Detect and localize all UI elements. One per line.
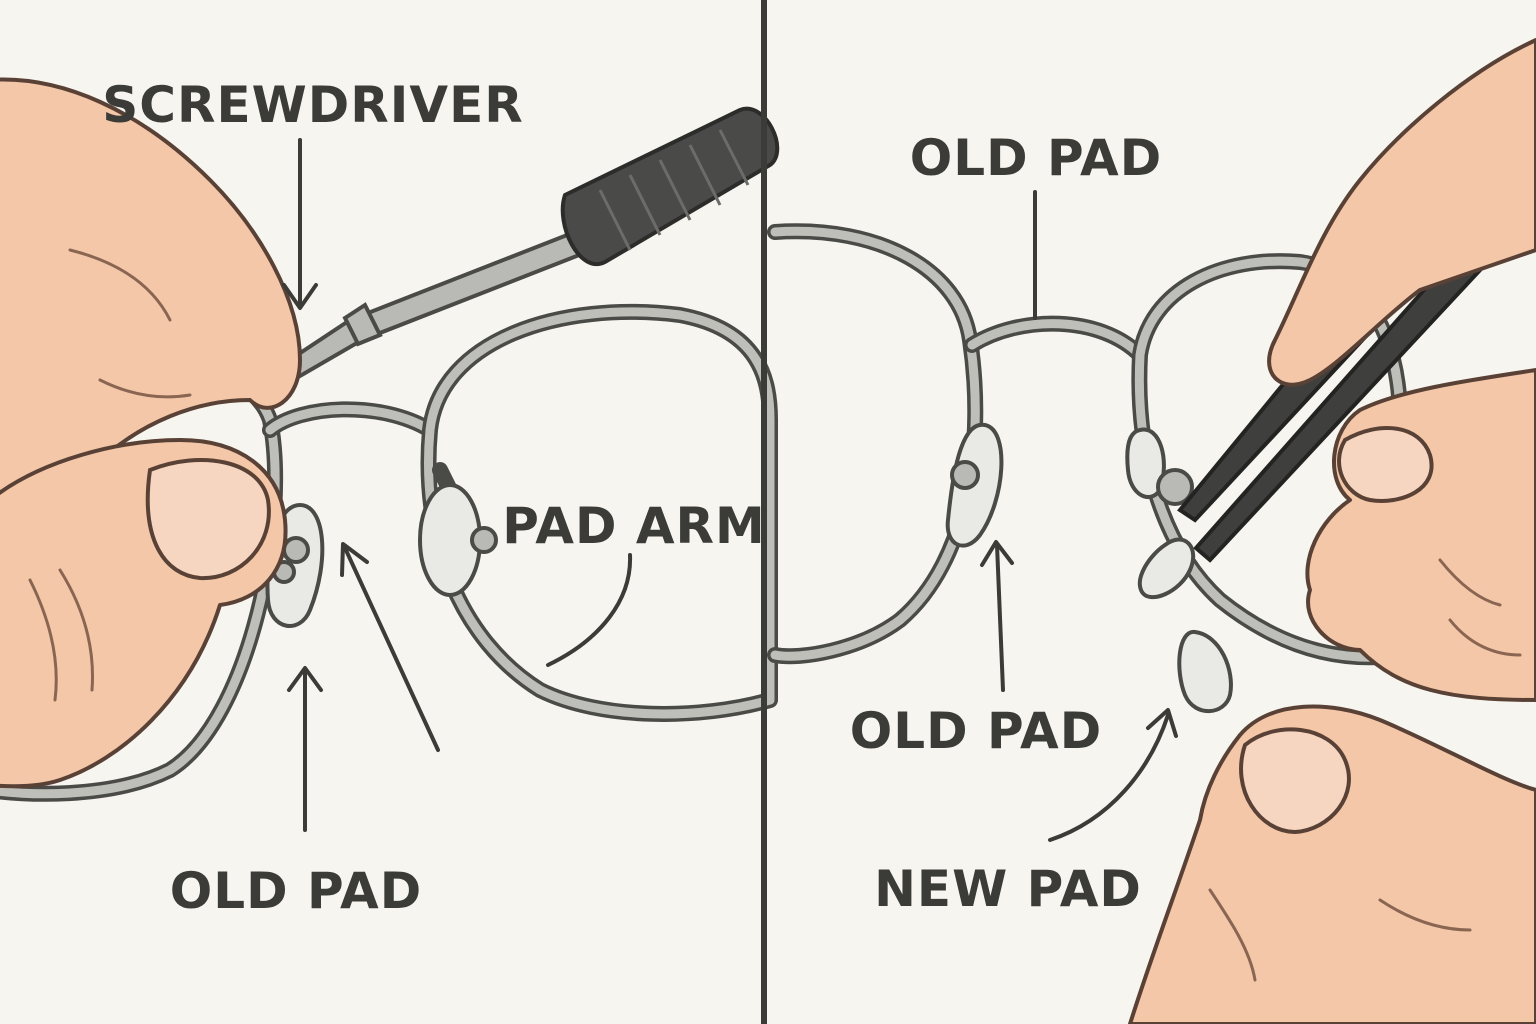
arrow-old-pad-mid	[995, 543, 1005, 692]
hand-icon	[1128, 704, 1536, 1024]
annotation-arrows-left	[282, 138, 633, 832]
arrow-new-pad	[1048, 713, 1170, 842]
hand-icon	[0, 77, 302, 789]
label-old-pad-mid: OLD PAD	[850, 702, 1103, 760]
label-pad-arm: PAD ARM	[502, 497, 766, 555]
label-screwdriver: SCREWDRIVER	[102, 76, 523, 134]
arrow-pad-diagonal	[343, 546, 440, 752]
right-panel: OLD PAD OLD PAD NEW PAD	[767, 38, 1536, 1024]
new-nose-pad-icon	[1177, 630, 1233, 714]
screwdriver-icon	[249, 106, 780, 401]
label-new-pad: NEW PAD	[874, 860, 1142, 918]
left-panel: SCREWDRIVER PAD ARM OLD PAD	[0, 76, 780, 920]
label-old-pad-left: OLD PAD	[170, 862, 423, 920]
label-old-pad-top: OLD PAD	[910, 129, 1163, 187]
eyeglasses-icon	[767, 223, 1408, 666]
leader-pad-arm	[546, 553, 633, 667]
hand-icon	[1267, 38, 1536, 702]
annotation-arrows-right	[980, 190, 1178, 842]
old-nose-pad-icon	[1138, 537, 1196, 600]
